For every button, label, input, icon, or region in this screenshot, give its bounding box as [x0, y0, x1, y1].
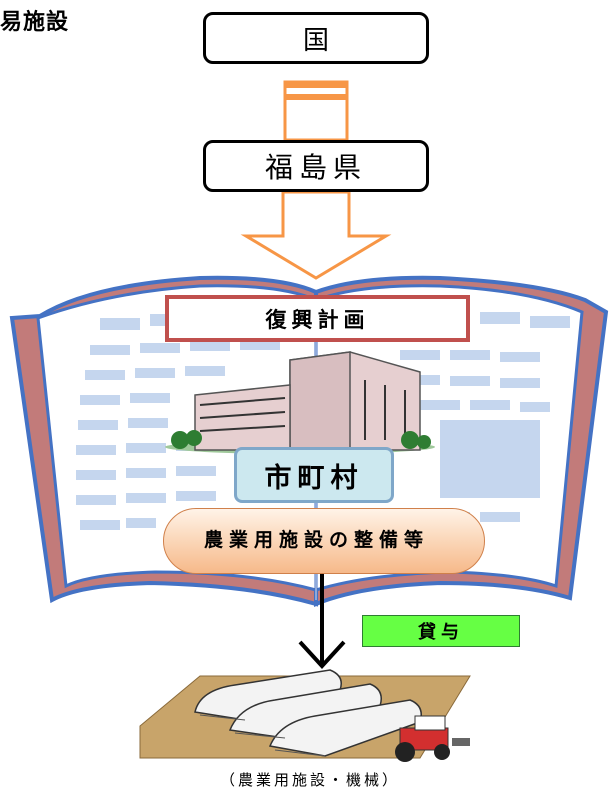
- tractor-icon: [395, 715, 470, 762]
- building-icon: [165, 351, 435, 454]
- prefecture-to-plan-arrow: [240, 190, 392, 280]
- node-lending-label: 貸与: [362, 615, 520, 647]
- kuni-arrow-stripes: [285, 82, 347, 100]
- node-fukushima-prefecture: 福島県: [203, 140, 429, 192]
- corner-label: 易施設: [0, 10, 70, 35]
- greenhouse-icon: [139, 669, 471, 759]
- node-facility-caption: （農業用施設・機械）: [219, 770, 400, 789]
- node-municipality: 市町村: [234, 447, 394, 503]
- improve-to-facility-arrow: [298, 568, 346, 669]
- node-facility-improvement: 農業用施設の整備等: [163, 508, 485, 574]
- kuni-to-prefecture-arrow: [283, 80, 349, 142]
- node-reconstruction-plan: 復興計画: [165, 295, 470, 342]
- node-national-government: 国: [203, 12, 429, 64]
- facility-improvement-label: 農業用施設の整備等: [204, 529, 430, 551]
